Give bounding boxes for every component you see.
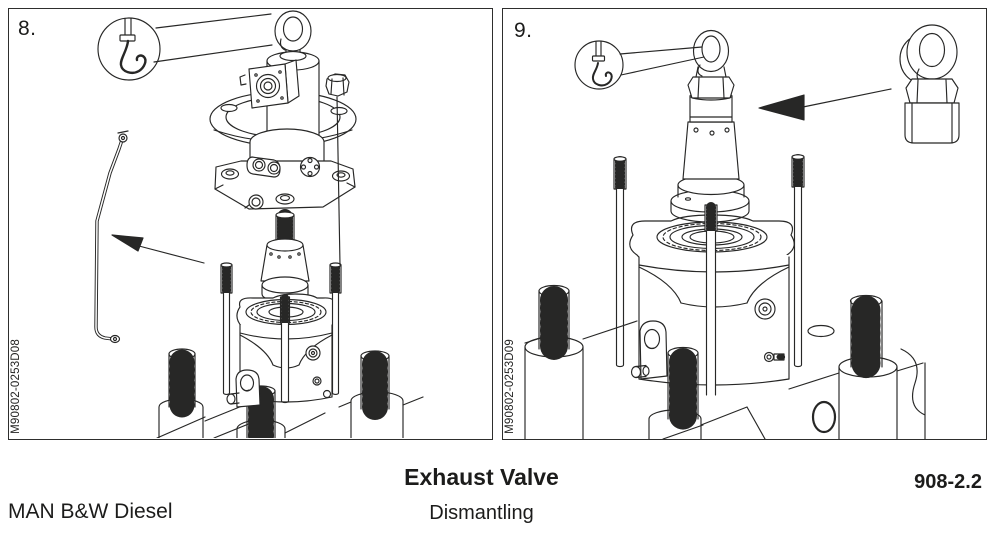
actuator-housing: [214, 128, 356, 210]
figure-code-9: M90802-0253D09: [504, 339, 516, 434]
step-8-drawing: [94, 10, 424, 438]
crane-hook-detail: [97, 13, 273, 81]
engine-top: [156, 348, 424, 438]
page-subtitle: Dismantling: [429, 502, 534, 524]
cylinder-head-stud: [360, 350, 390, 420]
tool-arrow: [758, 88, 892, 121]
figure-code-8: M90802-0253D08: [10, 339, 22, 434]
cylinder-head-stud: [538, 284, 570, 360]
step-9-panel: 9. M90802-0253D09: [502, 8, 987, 440]
step-8-label: 8.: [18, 17, 37, 40]
step-9-label: 9.: [514, 19, 533, 42]
guide-studs: [613, 154, 805, 368]
guide-studs: [220, 262, 342, 395]
lifting-lug: [630, 320, 668, 380]
engine-top: [524, 284, 926, 439]
cylinder-head-stud: [849, 294, 883, 380]
pipe-arrow: [111, 234, 205, 264]
spare-eye-bolt: [899, 24, 960, 144]
spindle-rod: [279, 294, 291, 404]
lifting-lug: [226, 369, 261, 408]
valve-spindle: [260, 209, 310, 303]
cylinder-head-stud: [667, 346, 699, 431]
brand-name: MAN B&W Diesel: [8, 500, 173, 523]
section-number: 908-2.2: [914, 471, 982, 493]
page-title: Exhaust Valve: [404, 464, 559, 490]
step-9-drawing: [524, 24, 960, 439]
lifting-tool: [670, 29, 750, 396]
cylinder-head-stud: [168, 348, 196, 418]
step-8-panel: 8. M90802-0253D08: [8, 8, 493, 440]
hydraulic-pipe: [94, 130, 129, 344]
crane-hook-detail: [574, 40, 705, 90]
oil-connection-block: [239, 59, 300, 109]
lock-nut: [325, 73, 350, 266]
